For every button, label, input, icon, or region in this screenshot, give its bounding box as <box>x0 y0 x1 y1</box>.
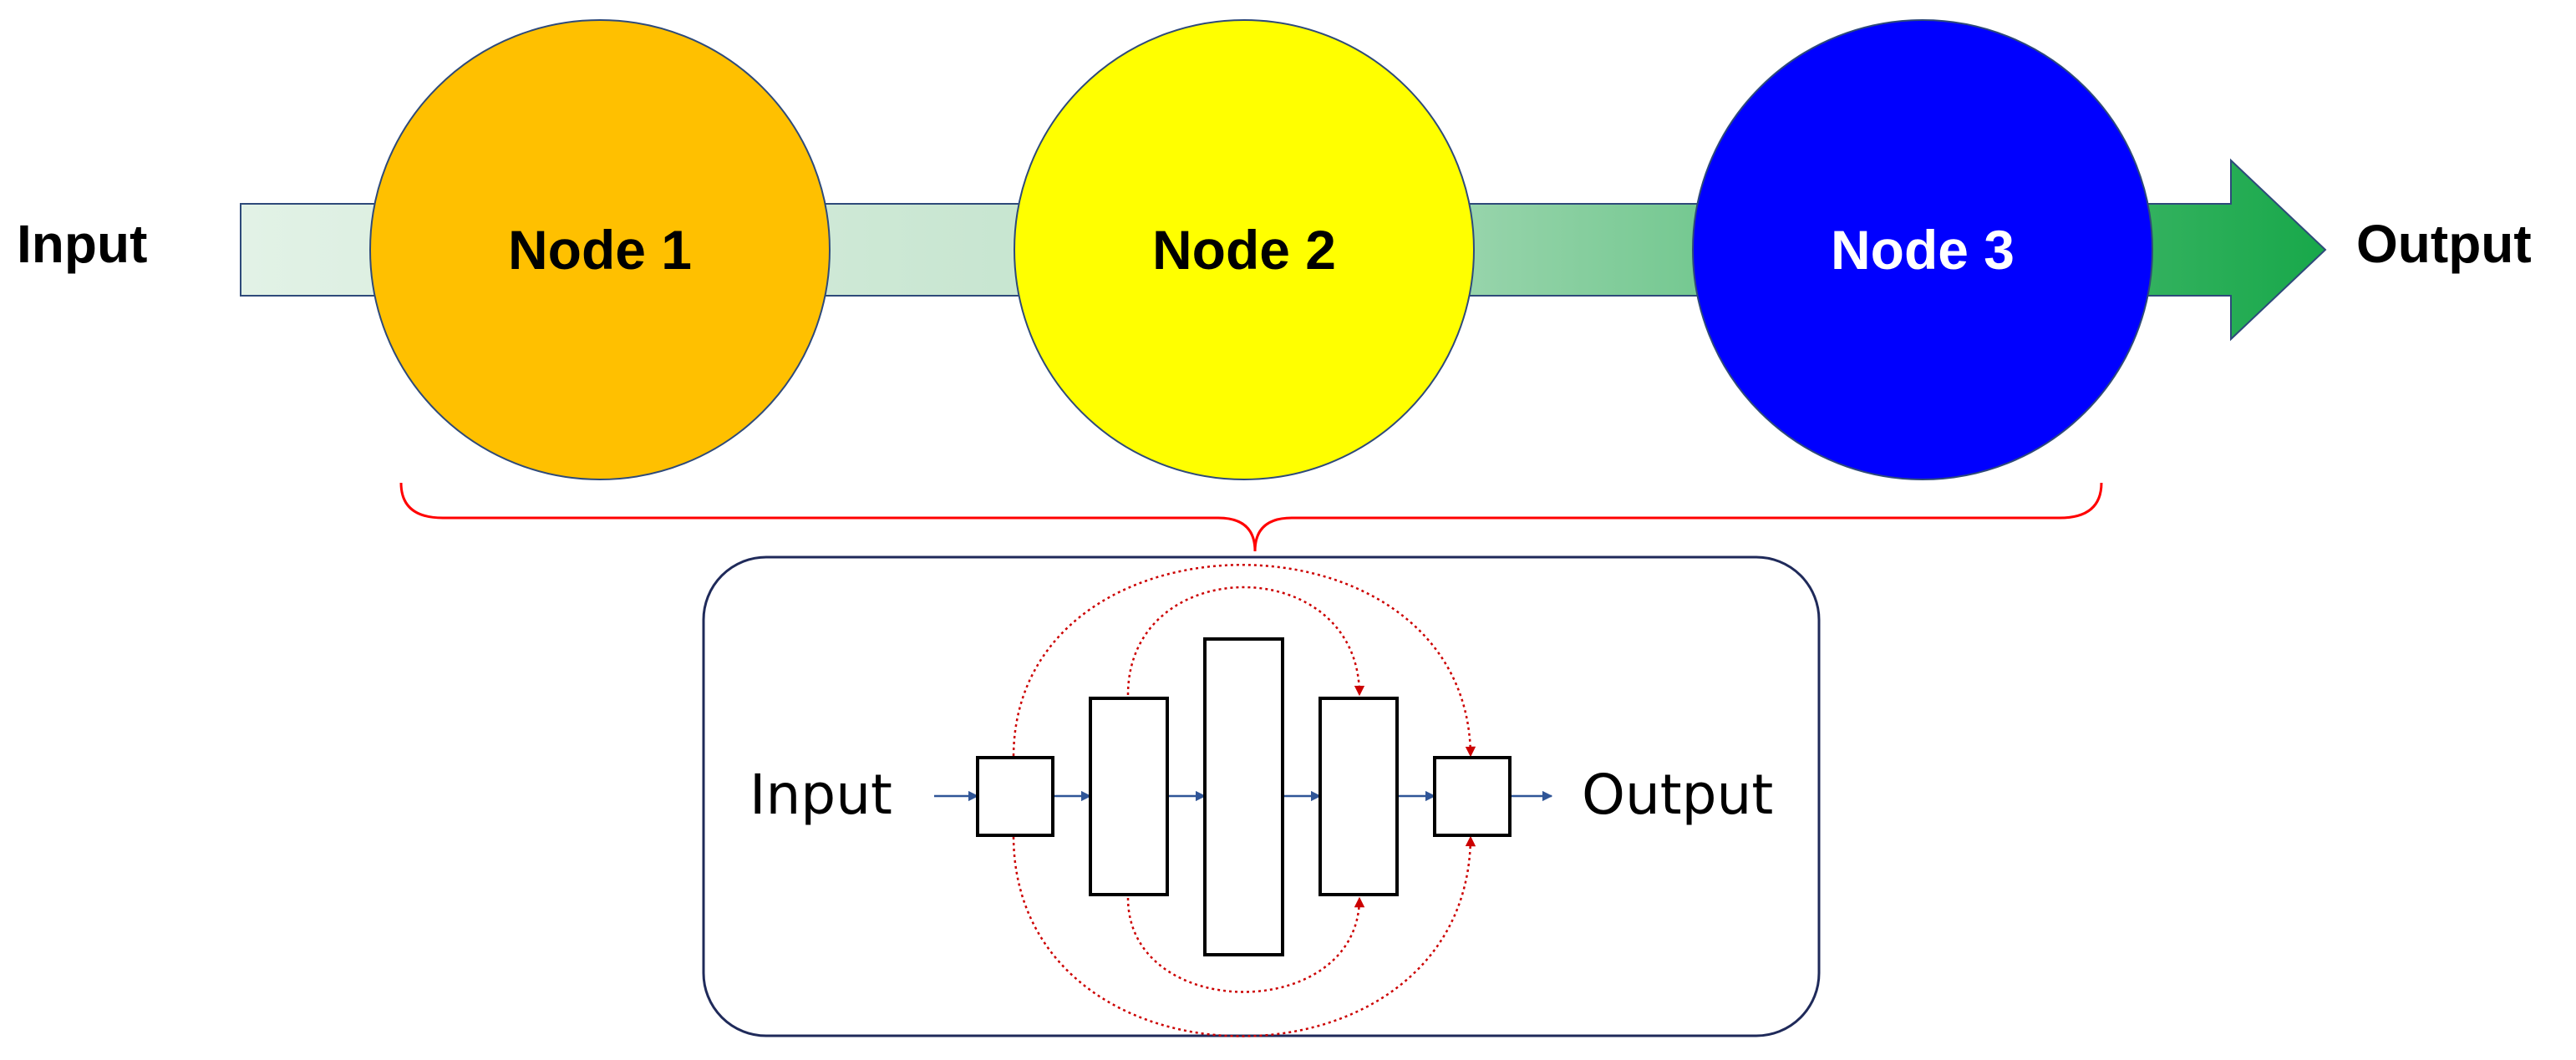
node-1-circle <box>369 19 831 480</box>
node-2-circle <box>1014 19 1475 480</box>
node-2-label: Node 2 <box>1152 219 1336 281</box>
layer-3-block <box>1203 637 1284 956</box>
node-3-circle <box>1692 19 2153 480</box>
layer-1-block <box>976 756 1054 837</box>
skip-arc-inner-top <box>1126 586 1365 697</box>
skip-arc-outer-top <box>1012 564 1476 758</box>
node-1-label: Node 1 <box>508 219 692 281</box>
layer-blocks <box>976 637 1512 956</box>
node-3: Node 3 <box>1692 19 2153 480</box>
node-2: Node 2 <box>1014 19 1475 480</box>
node-1: Node 1 <box>369 19 831 480</box>
layer-5-block <box>1433 756 1512 837</box>
node-3-label: Node 3 <box>1831 219 2015 281</box>
skip-connections <box>1012 564 1476 1037</box>
curly-brace <box>399 482 2103 552</box>
layer-4-block <box>1318 697 1399 896</box>
top-input-label: Input <box>17 214 147 274</box>
top-output-label: Output <box>2356 214 2532 274</box>
skip-arc-inner-bottom <box>1126 896 1365 993</box>
detail-input-label: Input <box>749 763 892 827</box>
detail-output-label: Output <box>1582 763 1773 827</box>
layer-2-block <box>1089 697 1169 896</box>
